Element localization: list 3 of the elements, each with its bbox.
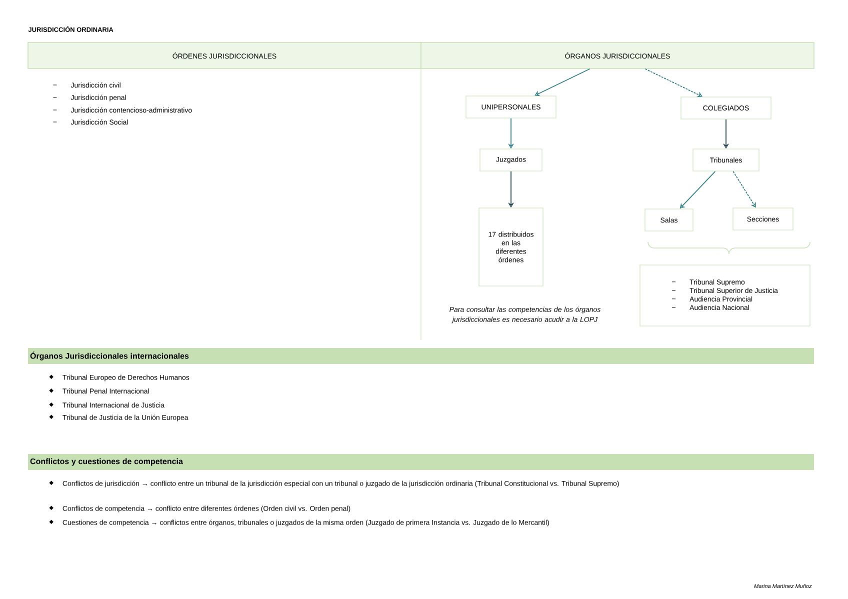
arrow [534, 68, 590, 96]
section-band: Conflictos y cuestiones de competencia [28, 454, 814, 470]
section-band: Órganos Jurisdiccionales internacionales [28, 348, 814, 364]
